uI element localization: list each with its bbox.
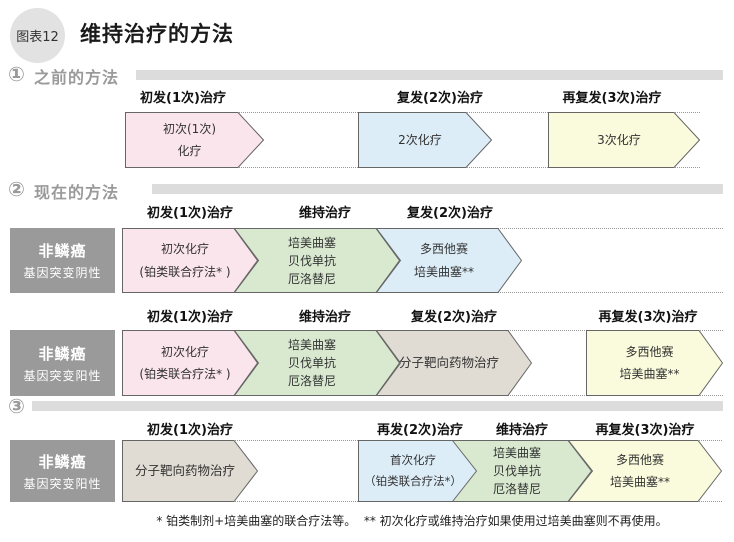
flow2-arrow-first-chemo-text: 初次化疗 (铂类联合疗法* ) bbox=[139, 242, 231, 279]
flow3-arrow-first-chemo: 初次化疗 (铂类联合疗法* ) bbox=[122, 330, 258, 396]
flow4-label-second-relapse: 再复发(3次)治疗 bbox=[595, 423, 695, 438]
flow3-arrow-maintenance-text: 培美曲塞 贝伐单抗 厄洛替尼 bbox=[287, 338, 336, 388]
flow4-arrow-targeted-therapy-text: 分子靶向药物治疗 bbox=[134, 462, 235, 478]
flow4-arrow-second-relapse-text: 多西他赛 培美曲塞** bbox=[609, 452, 670, 489]
section-1-bar bbox=[136, 70, 723, 80]
section-2-number: ② bbox=[8, 177, 25, 201]
flow4-arrow-first-chemo-text: 首次化疗 （铂类联合疗法*） bbox=[364, 452, 462, 488]
flow2-label-maintenance: 维持治疗 bbox=[298, 206, 351, 221]
flow3-arrow-targeted-therapy-text: 分子靶向药物治疗 bbox=[398, 354, 499, 370]
flow2-arrow-relapse: 多西他赛 培美曲塞** bbox=[376, 228, 522, 293]
flow3-side-title: 非鳞癌 bbox=[38, 344, 87, 363]
flow3-label-maintenance: 维持治疗 bbox=[298, 310, 351, 325]
figure-badge: 图表12 bbox=[10, 8, 65, 63]
flow1-arrow-first-chemo: 初次(1次) 化疗 bbox=[125, 112, 264, 168]
flow3-arrow-targeted-therapy: 分子靶向药物治疗 bbox=[376, 330, 532, 396]
flow1-label-second-relapse: 再复发(3次)治疗 bbox=[562, 91, 662, 106]
flow3-label-second-relapse: 再复发(3次)治疗 bbox=[598, 310, 698, 325]
flow4-arrow-targeted-therapy: 分子靶向药物治疗 bbox=[122, 440, 258, 502]
flow2-label-initial: 初发(1次)治疗 bbox=[147, 206, 233, 221]
flow4-label-initial: 初发(1次)治疗 bbox=[147, 423, 233, 438]
flow2-arrow-maintenance-text: 培美曲塞 贝伐单抗 厄洛替尼 bbox=[287, 235, 336, 286]
flow4-label-maintenance: 维持治疗 bbox=[495, 423, 548, 438]
flow2-side-box: 非鳞癌 基因突变阴性 bbox=[10, 228, 115, 293]
section-3-bar bbox=[32, 401, 723, 411]
flow2-arrow-first-chemo: 初次化疗 (铂类联合疗法* ) bbox=[122, 228, 258, 293]
flow2-label-relapse: 复发(2次)治疗 bbox=[407, 206, 493, 221]
flow3-arrow-first-chemo-text: 初次化疗 (铂类联合疗法* ) bbox=[139, 344, 231, 381]
flow4-side-box: 非鳞癌 基因突变阳性 bbox=[10, 440, 115, 502]
flow3-arrow-second-relapse: 多西他赛 培美曲塞** bbox=[586, 330, 723, 396]
flow3-arrow-second-relapse-text: 多西他赛 培美曲塞** bbox=[619, 344, 680, 381]
footnote: * 铂类制剂+培美曲塞的联合疗法等。 ** 初次化疗或维持治疗如果使用过培美曲塞… bbox=[156, 514, 668, 528]
flow4-side-subtitle: 基因突变阳性 bbox=[23, 476, 102, 491]
flow1-arrow-third-chemo-text: 3次化疗 bbox=[597, 133, 641, 147]
flow2-arrow-maintenance: 培美曲塞 贝伐单抗 厄洛替尼 bbox=[234, 228, 400, 293]
figure-title: 维持治疗的方法 bbox=[80, 22, 234, 46]
flow4-arrow-maintenance: 培美曲塞 贝伐单抗 厄洛替尼 bbox=[452, 440, 592, 502]
flow1-label-initial: 初发(1次)治疗 bbox=[140, 91, 226, 106]
flow3-side-box: 非鳞癌 基因突变阳性 bbox=[10, 330, 115, 396]
flow2-side-subtitle: 基因突变阴性 bbox=[23, 266, 102, 280]
section-1-label: 之前的方法 bbox=[34, 68, 120, 87]
flow3-label-relapse: 复发(2次)治疗 bbox=[411, 310, 497, 325]
flow4-arrow-second-relapse: 多西他赛 培美曲塞** bbox=[568, 440, 722, 502]
flow2-side-title: 非鳞癌 bbox=[38, 242, 87, 260]
flow1-arrow-second-chemo: 2次化疗 bbox=[358, 112, 492, 168]
flow1-arrow-third-chemo: 3次化疗 bbox=[548, 112, 700, 168]
section-2-label: 现在的方法 bbox=[34, 183, 120, 202]
flow4-arrow-maintenance-text: 培美曲塞 贝伐单抗 厄洛替尼 bbox=[492, 446, 541, 496]
flow1-arrow-second-chemo-text: 2次化疗 bbox=[398, 133, 442, 147]
flow1-arrow-first-chemo-text: 初次(1次) 化疗 bbox=[163, 121, 216, 158]
flow1-label-relapse: 复发(2次)治疗 bbox=[397, 91, 483, 106]
flow4-arrow-first-chemo: 首次化疗 （铂类联合疗法*） bbox=[358, 440, 480, 502]
flow4-side-title: 非鳞癌 bbox=[38, 452, 87, 471]
flow4-label-recurrence: 再发(2次)治疗 bbox=[377, 423, 463, 438]
section-2-bar bbox=[152, 184, 723, 194]
flow3-side-subtitle: 基因突变阳性 bbox=[23, 368, 102, 383]
flow3-arrow-maintenance: 培美曲塞 贝伐单抗 厄洛替尼 bbox=[234, 330, 400, 396]
flow3-label-initial: 初发(1次)治疗 bbox=[147, 310, 233, 325]
section-1-number: ① bbox=[8, 62, 25, 86]
section-3-number: ③ bbox=[8, 394, 25, 418]
flow2-arrow-relapse-text: 多西他赛 培美曲塞** bbox=[413, 242, 474, 279]
